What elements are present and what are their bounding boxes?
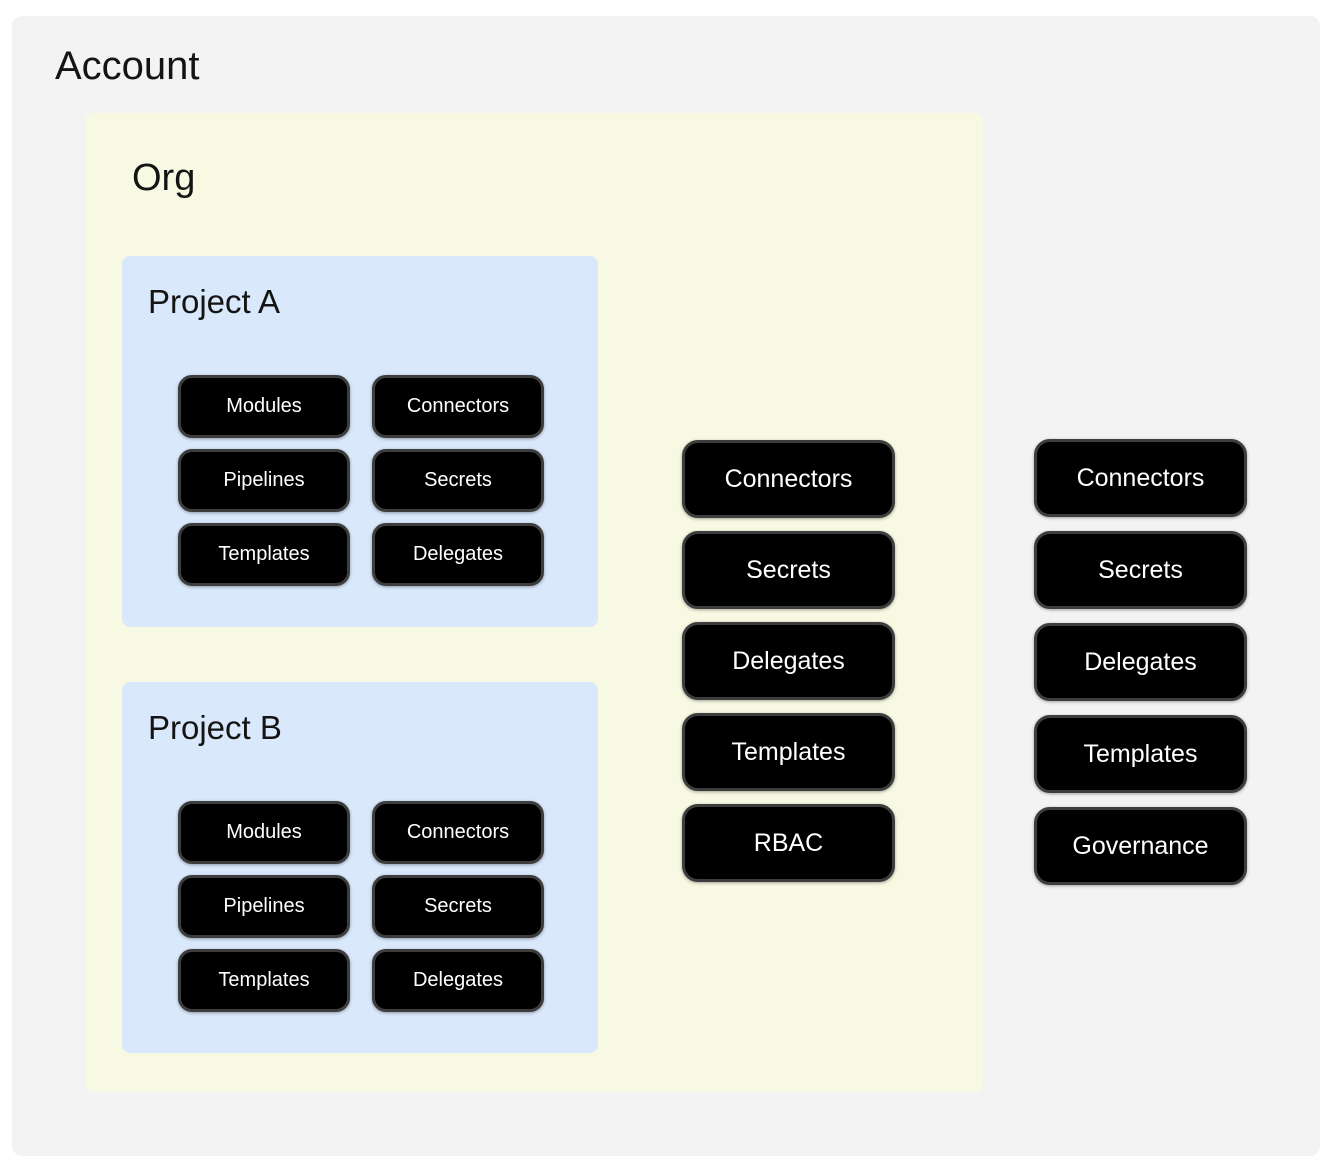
project-a-pill-modules: Modules [178, 375, 350, 438]
account-pill-connectors: Connectors [1034, 439, 1247, 517]
project-b-label: Project B [148, 709, 282, 746]
org-label: Org [132, 157, 196, 199]
project-a-pill-pipelines: Pipelines [178, 449, 350, 512]
project-a-pill-delegates: Delegates [372, 523, 544, 586]
org-container: Org Project A Modules Connectors Pipelin… [85, 113, 983, 1092]
project-a-label: Project A [148, 283, 281, 320]
org-resources-column: Connectors Secrets Delegates Templates R… [682, 440, 895, 882]
project-a-pill-secrets: Secrets [372, 449, 544, 512]
account-pill-secrets: Secrets [1034, 531, 1247, 609]
project-a-resource-grid: Modules Connectors Pipelines Secrets Tem… [178, 375, 544, 586]
account-resources-column: Connectors Secrets Delegates Templates G… [1034, 439, 1247, 885]
project-a-container: Project A Modules Connectors Pipelines S… [122, 256, 598, 627]
project-b-container: Project B Modules Connectors Pipelines S… [122, 682, 598, 1053]
account-pill-governance: Governance [1034, 807, 1247, 885]
account-label: Account [55, 44, 200, 88]
account-container: Account Org Project A Modules Connectors… [12, 16, 1320, 1156]
project-b-pill-modules: Modules [178, 801, 350, 864]
project-b-resource-grid: Modules Connectors Pipelines Secrets Tem… [178, 801, 544, 1012]
project-b-pill-delegates: Delegates [372, 949, 544, 1012]
project-a-pill-templates: Templates [178, 523, 350, 586]
org-pill-secrets: Secrets [682, 531, 895, 609]
project-b-pill-pipelines: Pipelines [178, 875, 350, 938]
project-a-pill-connectors: Connectors [372, 375, 544, 438]
org-pill-delegates: Delegates [682, 622, 895, 700]
project-b-pill-templates: Templates [178, 949, 350, 1012]
project-b-pill-secrets: Secrets [372, 875, 544, 938]
account-pill-templates: Templates [1034, 715, 1247, 793]
org-pill-connectors: Connectors [682, 440, 895, 518]
org-pill-rbac: RBAC [682, 804, 895, 882]
project-b-pill-connectors: Connectors [372, 801, 544, 864]
account-pill-delegates: Delegates [1034, 623, 1247, 701]
org-pill-templates: Templates [682, 713, 895, 791]
